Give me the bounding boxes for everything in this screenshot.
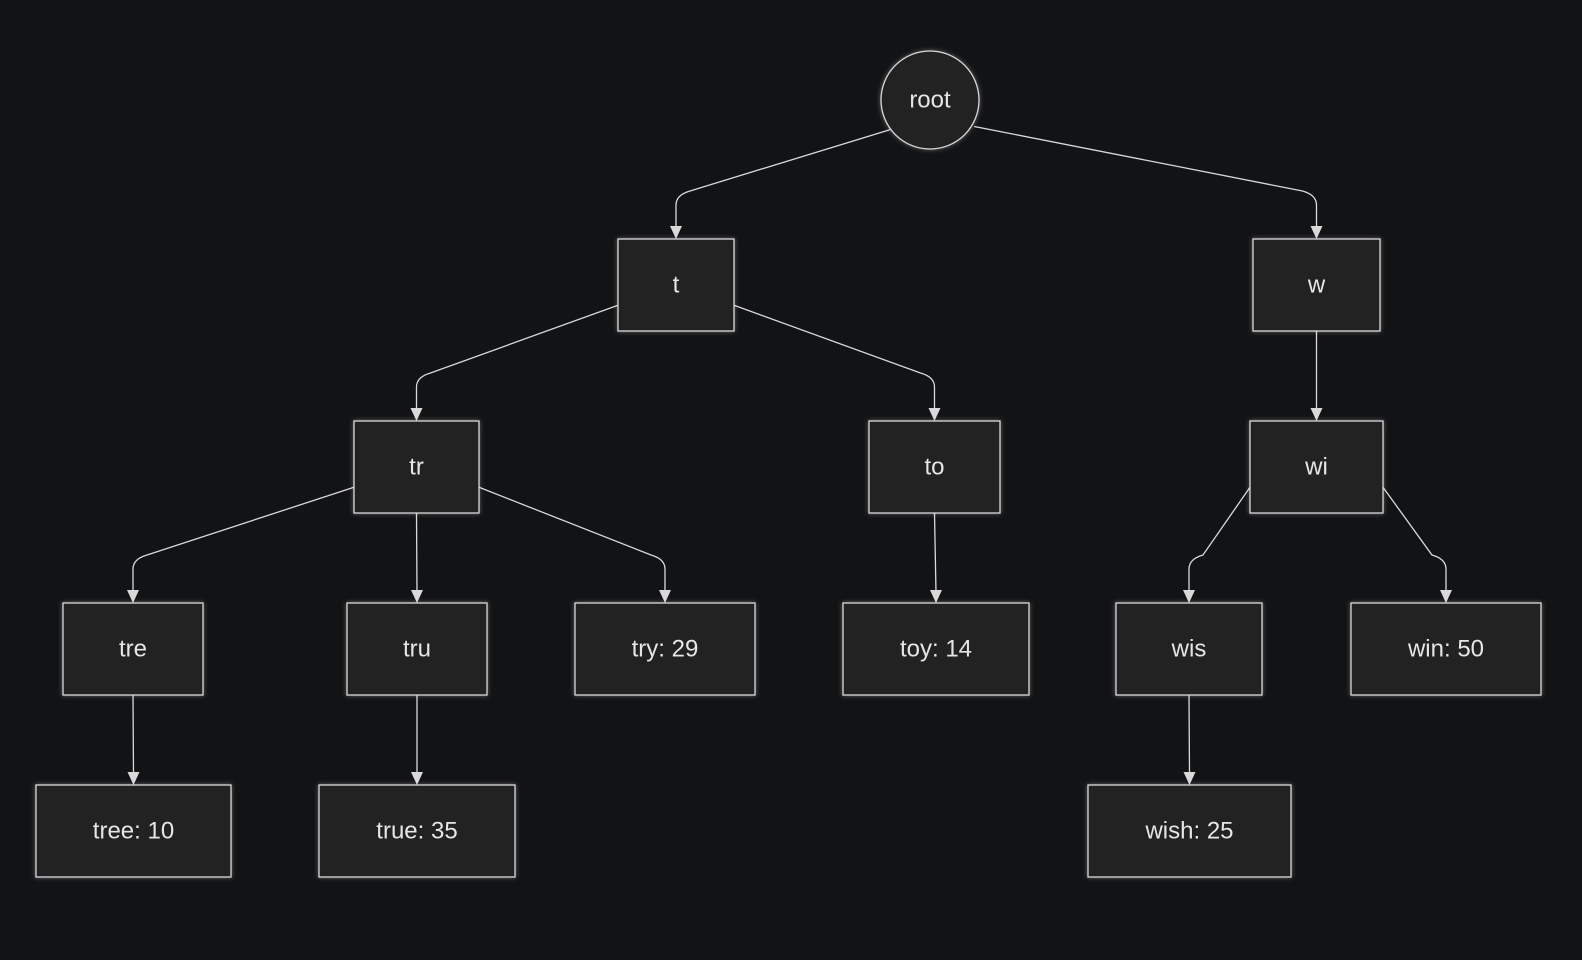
arrowhead-try — [659, 590, 671, 603]
edge-t-tr — [415, 304, 619, 411]
edge-root-t — [675, 128, 891, 229]
arrowhead-wi — [1310, 408, 1323, 421]
node-shape-win — [1350, 602, 1542, 696]
node-label-t: t — [673, 272, 680, 299]
edge-wis-wish — [1188, 694, 1191, 776]
arrowhead-toy — [930, 590, 942, 603]
edge-tre-tree — [132, 694, 135, 776]
node-label-wis: wis — [1171, 636, 1207, 663]
arrowhead-true — [411, 772, 423, 785]
node-label-try: try: 29 — [632, 636, 699, 663]
node-shape-tr — [353, 420, 480, 514]
node-shape-wis — [1115, 602, 1263, 696]
node-shape-to — [868, 420, 1001, 514]
arrowhead-tru — [411, 590, 423, 603]
node-label-true: true: 35 — [376, 818, 457, 845]
node-w: w — [1252, 238, 1381, 332]
edge-tr-tre — [132, 486, 355, 593]
node-wish: wish: 25 — [1087, 784, 1292, 878]
node-label-to: to — [924, 454, 944, 481]
node-shape-wish — [1087, 784, 1292, 878]
arrowhead-wish — [1183, 772, 1196, 785]
node-tr: tr — [353, 420, 480, 514]
node-to: to — [868, 420, 1001, 514]
edge-wi-wis — [1188, 486, 1251, 593]
node-win: win: 50 — [1350, 602, 1542, 696]
node-shape-try — [574, 602, 756, 696]
node-tru: tru — [346, 602, 488, 696]
node-wis: wis — [1115, 602, 1263, 696]
node-shape-root — [880, 50, 980, 150]
edge-to-toy — [933, 512, 937, 594]
arrowhead-wis — [1183, 590, 1195, 603]
node-label-tree: tree: 10 — [93, 818, 174, 845]
arrowhead-tr — [410, 408, 423, 421]
node-t: t — [617, 238, 735, 332]
arrowhead-to — [928, 408, 941, 421]
edge-t-to — [733, 304, 936, 411]
node-tre: tre — [62, 602, 204, 696]
node-label-w: w — [1307, 272, 1326, 299]
node-shape-toy — [842, 602, 1030, 696]
nodes-layer: root t w tr to wi tre tru try: 29 toy: 14 wis win: … — [35, 50, 1542, 878]
node-label-tru: tru — [403, 636, 431, 663]
arrowhead-t — [670, 226, 682, 239]
node-try: try: 29 — [574, 602, 756, 696]
arrowhead-tree — [127, 772, 140, 785]
node-label-tre: tre — [119, 636, 147, 663]
node-shape-tree — [35, 784, 232, 878]
edge-wi-win — [1382, 486, 1447, 593]
edge-tr-try — [478, 486, 666, 593]
node-shape-wi — [1249, 420, 1384, 514]
node-label-toy: toy: 14 — [900, 636, 972, 663]
node-wi: wi — [1249, 420, 1384, 514]
arrowhead-w — [1310, 226, 1323, 239]
arrowhead-win — [1440, 590, 1452, 603]
node-root: root — [880, 50, 980, 150]
node-shape-tru — [346, 602, 488, 696]
edges-layer — [127, 125, 1452, 785]
edge-root-w — [974, 125, 1318, 229]
node-shape-w — [1252, 238, 1381, 332]
node-label-win: win: 50 — [1407, 636, 1484, 663]
node-toy: toy: 14 — [842, 602, 1030, 696]
node-label-root: root — [909, 87, 951, 114]
node-tree: tree: 10 — [35, 784, 232, 878]
node-shape-t — [617, 238, 735, 332]
node-true: true: 35 — [318, 784, 516, 878]
edge-tr-tru — [415, 512, 418, 594]
node-label-wi: wi — [1304, 454, 1328, 481]
node-shape-tre — [62, 602, 204, 696]
node-shape-true — [318, 784, 516, 878]
node-label-tr: tr — [409, 454, 424, 481]
arrowhead-tre — [127, 590, 139, 603]
node-label-wish: wish: 25 — [1144, 818, 1233, 845]
